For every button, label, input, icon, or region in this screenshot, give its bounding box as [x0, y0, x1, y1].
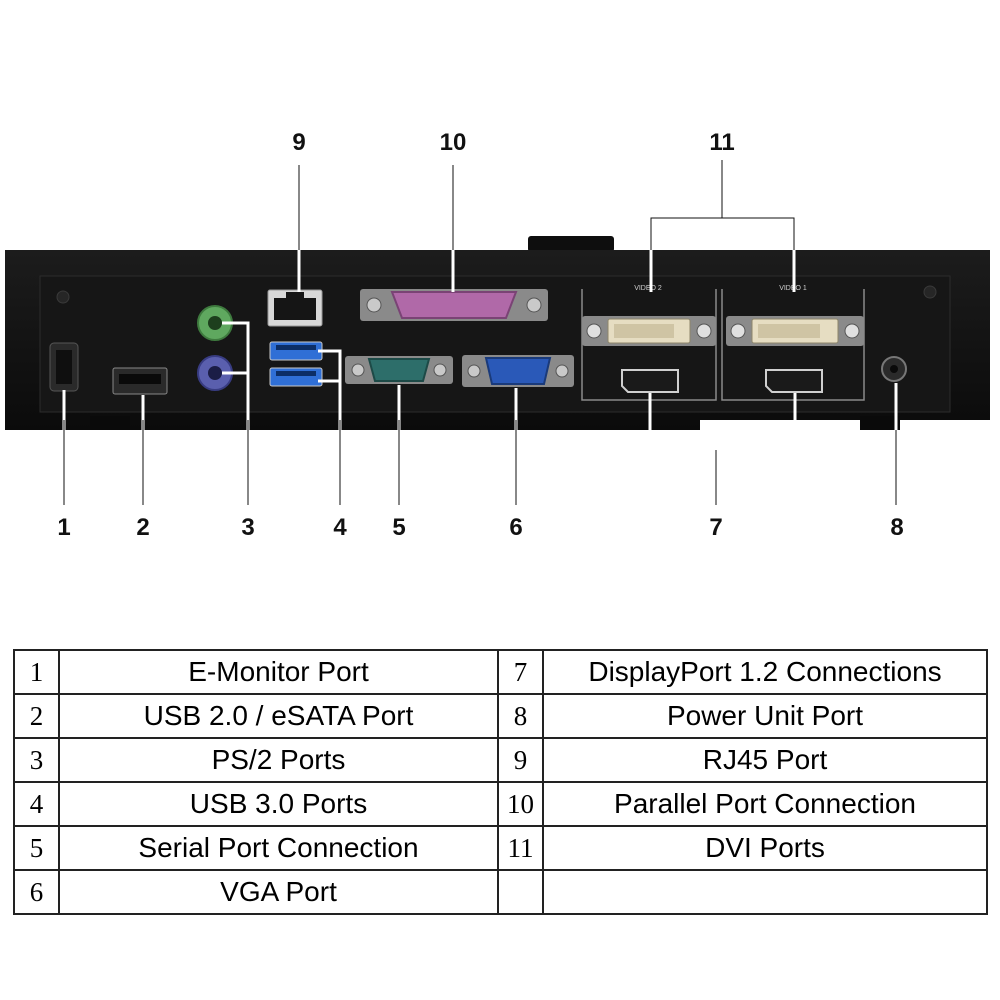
- callout-9: 9: [292, 129, 305, 156]
- legend-label: PS/2 Ports: [58, 737, 499, 783]
- legend-label: USB 2.0 / eSATA Port: [58, 693, 499, 739]
- docking-station-diagram: VIDEO 2 VIDEO 1: [5, 129, 990, 541]
- legend-label: Serial Port Connection: [58, 825, 499, 871]
- callout-10: 10: [440, 129, 467, 156]
- legend-number: 7: [497, 649, 544, 695]
- callout-11: 11: [709, 129, 734, 156]
- legend-number: 6: [13, 869, 60, 915]
- legend-row: 5 Serial Port Connection 11 DVI Ports: [13, 825, 988, 871]
- usb3-port-top: [269, 341, 323, 361]
- ps2-keyboard-port: [197, 355, 233, 391]
- callout-8: 8: [890, 514, 903, 541]
- legend-row: 4 USB 3.0 Ports 10 Parallel Port Connect…: [13, 781, 988, 827]
- callout-7: 7: [709, 514, 722, 541]
- dvi-port-video1: [726, 316, 864, 346]
- legend-label: Power Unit Port: [542, 693, 988, 739]
- displayport-video1: [765, 369, 823, 393]
- callout-5: 5: [392, 514, 405, 541]
- usb3-port-bottom: [269, 367, 323, 387]
- legend-label: RJ45 Port: [542, 737, 988, 783]
- legend-row: 6 VGA Port: [13, 869, 988, 915]
- legend-number: 3: [13, 737, 60, 783]
- legend-row: 1 E-Monitor Port 7 DisplayPort 1.2 Conne…: [13, 649, 988, 695]
- legend-number: [497, 869, 544, 915]
- callout-leader-lines-outline: [63, 160, 897, 505]
- legend-number: 4: [13, 781, 60, 827]
- legend-number: 5: [13, 825, 60, 871]
- legend-number: 8: [497, 693, 544, 739]
- legend-number: 1: [13, 649, 60, 695]
- legend-label: DisplayPort 1.2 Connections: [542, 649, 988, 695]
- callout-2: 2: [136, 514, 149, 541]
- e-monitor-port: [49, 342, 79, 392]
- legend-label: DVI Ports: [542, 825, 988, 871]
- legend-row: 3 PS/2 Ports 9 RJ45 Port: [13, 737, 988, 783]
- legend-label: [542, 869, 988, 915]
- legend-number: 2: [13, 693, 60, 739]
- legend-label: VGA Port: [58, 869, 499, 915]
- displayport-video2: [621, 369, 679, 393]
- legend-label: Parallel Port Connection: [542, 781, 988, 827]
- video2-label: VIDEO 2: [634, 285, 662, 292]
- callout-1: 1: [57, 514, 70, 541]
- callout-6: 6: [509, 514, 522, 541]
- legend-number: 9: [497, 737, 544, 783]
- legend-number: 11: [497, 825, 544, 871]
- ps2-mouse-port: [197, 305, 233, 341]
- port-legend-table: 1 E-Monitor Port 7 DisplayPort 1.2 Conne…: [13, 649, 988, 915]
- serial-port: [345, 356, 453, 384]
- callout-3: 3: [241, 514, 254, 541]
- power-port: [881, 356, 907, 382]
- usb-esata-port: [112, 367, 168, 395]
- rj45-port: [267, 289, 323, 327]
- vga-port: [462, 355, 574, 387]
- parallel-port: [360, 289, 548, 321]
- callout-4: 4: [333, 514, 347, 541]
- legend-label: USB 3.0 Ports: [58, 781, 499, 827]
- legend-number: 10: [497, 781, 544, 827]
- dvi-port-video2: [582, 316, 716, 346]
- legend-label: E-Monitor Port: [58, 649, 499, 695]
- legend-row: 2 USB 2.0 / eSATA Port 8 Power Unit Port: [13, 693, 988, 739]
